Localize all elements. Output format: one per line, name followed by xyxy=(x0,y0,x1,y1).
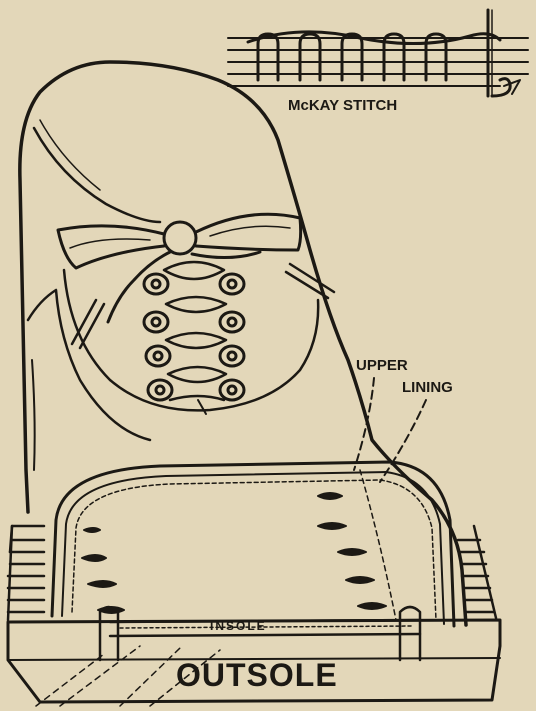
mckay-stitch-label: McKAY STITCH xyxy=(288,97,397,114)
upper-cross-section xyxy=(52,462,454,626)
lining-cross-section xyxy=(62,472,444,624)
lacing xyxy=(58,214,334,414)
tack-marks-left xyxy=(82,528,124,613)
stitch-loops xyxy=(248,32,500,80)
shoe-body xyxy=(20,62,466,625)
toe-cap-line xyxy=(34,128,160,222)
sole-assembly: INSOLE OUTSOLE xyxy=(8,462,500,706)
upper-seam xyxy=(360,470,396,620)
toe-cap-line-inner xyxy=(40,120,100,190)
shoelace-bow-icon xyxy=(58,214,334,348)
stitch-needle-icon xyxy=(488,10,520,96)
mckay-stitch-inset: McKAY STITCH xyxy=(228,10,528,114)
sole-layers-left xyxy=(8,526,44,620)
upper-label: UPPER xyxy=(356,357,408,374)
outsole-label: OUTSOLE xyxy=(176,657,338,693)
vamp-outline xyxy=(64,270,318,410)
lining-label: LINING xyxy=(402,379,453,396)
heel-counter-line xyxy=(32,360,35,470)
shoe-outline xyxy=(20,62,466,625)
tack-marks-right xyxy=(318,493,386,609)
